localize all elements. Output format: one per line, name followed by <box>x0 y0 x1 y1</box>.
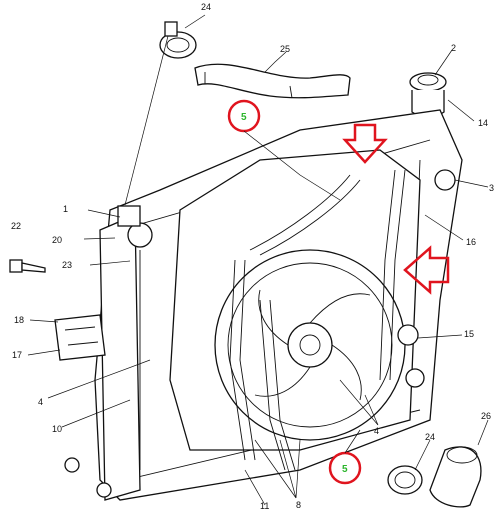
callout-15: 15 <box>464 329 474 339</box>
upper-radiator-hose <box>194 63 351 99</box>
leader-lines <box>27 14 489 506</box>
callout-1: 1 <box>63 204 68 214</box>
callout-20: 20 <box>52 235 62 245</box>
callout-16: 16 <box>466 237 476 247</box>
callout-17: 17 <box>12 350 22 360</box>
callout-14: 14 <box>478 118 488 128</box>
callout-2: 2 <box>451 43 456 53</box>
callout-22: 22 <box>11 221 21 231</box>
callout-4-right: 4 <box>374 426 379 436</box>
highlight-arrows <box>342 123 450 295</box>
callout-18: 18 <box>14 315 24 325</box>
callout-labels: 24 25 2 14 3 16 15 1 20 22 23 18 17 4 10… <box>11 2 494 511</box>
callout-10: 10 <box>52 424 62 434</box>
callout-8: 8 <box>296 500 301 510</box>
ac-lines <box>229 169 406 471</box>
callout-5-top: 5 <box>241 112 247 123</box>
callout-5-bottom: 5 <box>342 464 348 475</box>
callout-3: 3 <box>489 183 494 193</box>
callout-24-bottom: 24 <box>425 432 435 442</box>
lower-radiator-hose <box>429 446 482 508</box>
left-radiator-tank <box>99 205 153 501</box>
highlight-arrow-left <box>403 245 450 295</box>
cooling-fan-blades <box>254 289 371 401</box>
right-fittings <box>64 169 456 498</box>
cooling-fan-shroud <box>169 149 421 451</box>
callout-23: 23 <box>62 260 72 270</box>
callout-26: 26 <box>481 411 491 421</box>
lower-hose-clamp <box>387 465 423 495</box>
callout-4-left: 4 <box>38 397 43 407</box>
upper-hose-clamp <box>159 21 197 59</box>
coolant-reservoir-cap <box>409 72 447 118</box>
callout-24-top: 24 <box>201 2 211 12</box>
callout-11: 11 <box>260 501 269 511</box>
callout-25: 25 <box>280 44 290 54</box>
mounting-bolt <box>9 259 46 273</box>
lower-bracket <box>54 314 106 361</box>
highlight-arrow-down <box>342 123 388 164</box>
